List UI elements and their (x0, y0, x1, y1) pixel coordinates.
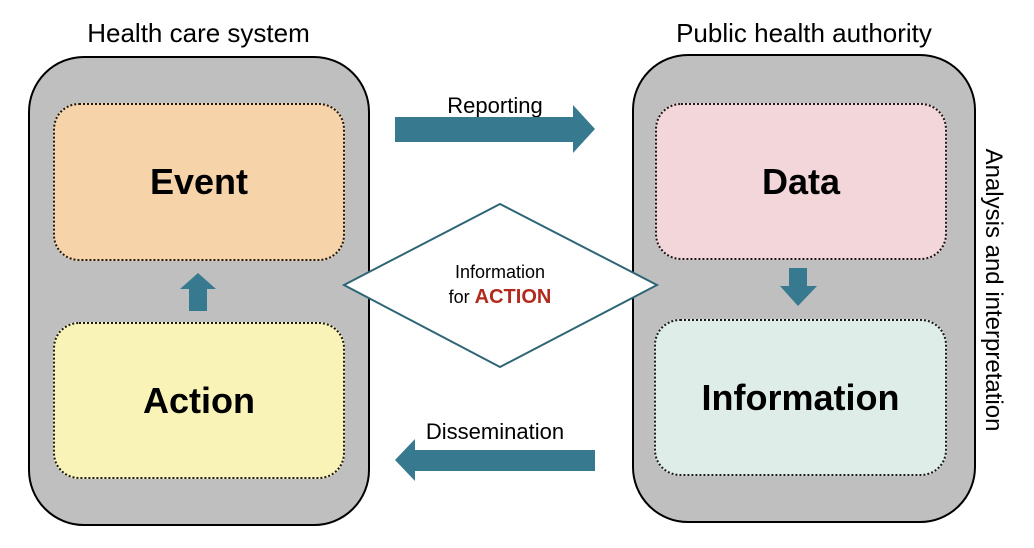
dissemination-label: Dissemination (425, 419, 565, 444)
diamond-line1: Information (454, 262, 546, 282)
analysis-side-label: Analysis and interpretation (980, 148, 1007, 432)
left-group-title: Health care system (87, 18, 310, 48)
dissemination-arrow (395, 439, 595, 481)
data-label: Data (761, 160, 841, 202)
up-arrow-icon (180, 273, 216, 311)
diamond-line2: for ACTION (400, 285, 600, 310)
action-label: Action (143, 379, 255, 421)
reporting-label: Reporting (447, 93, 543, 118)
action-box: Action (53, 322, 345, 479)
right-group-title: Public health authority (676, 18, 932, 48)
down-arrow-icon (780, 268, 817, 306)
reporting-arrow (395, 105, 595, 153)
event-label: Event (149, 161, 249, 202)
event-box: Event (53, 103, 345, 261)
diamond-line2-prefix: for (448, 287, 475, 307)
information-label: Information (701, 376, 900, 418)
information-for-action-diamond (341, 202, 660, 369)
data-box: Data (655, 103, 947, 260)
information-box: Information (654, 319, 947, 476)
diamond-text: Information for ACTION (400, 260, 600, 310)
action-accent-text: ACTION (474, 286, 552, 308)
